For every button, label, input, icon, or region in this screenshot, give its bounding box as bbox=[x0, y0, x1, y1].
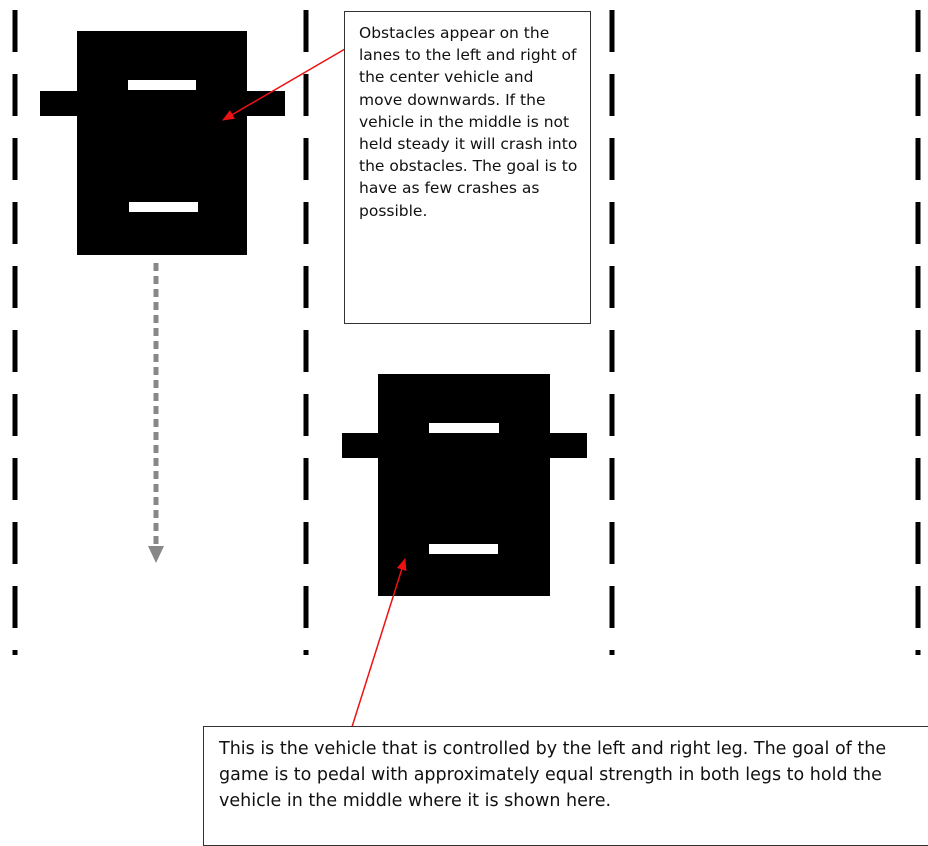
obstacles-annotation-text: Obstacles appear on the lanes to the lef… bbox=[359, 24, 578, 220]
obstacle-vehicle-axle bbox=[40, 91, 285, 116]
down-arrow-icon bbox=[148, 263, 164, 563]
player-vehicle bbox=[342, 374, 587, 596]
player-vehicle-body bbox=[378, 374, 550, 596]
player-vehicle-stripe-front bbox=[429, 423, 499, 433]
obstacle-vehicle-body bbox=[77, 31, 247, 255]
player-vehicle-axle bbox=[342, 433, 587, 458]
obstacles-annotation: Obstacles appear on the lanes to the lef… bbox=[344, 11, 591, 324]
player-vehicle-stripe-rear bbox=[429, 544, 498, 554]
player-vehicle-annotation: This is the vehicle that is controlled b… bbox=[203, 726, 928, 846]
obstacle-vehicle bbox=[40, 31, 285, 255]
obstacle-vehicle-stripe-rear bbox=[129, 202, 198, 212]
pointer-arrow-to-obstacle bbox=[222, 41, 358, 121]
obstacle-vehicle-stripe-front bbox=[128, 80, 196, 90]
player-vehicle-annotation-text: This is the vehicle that is controlled b… bbox=[219, 739, 887, 811]
